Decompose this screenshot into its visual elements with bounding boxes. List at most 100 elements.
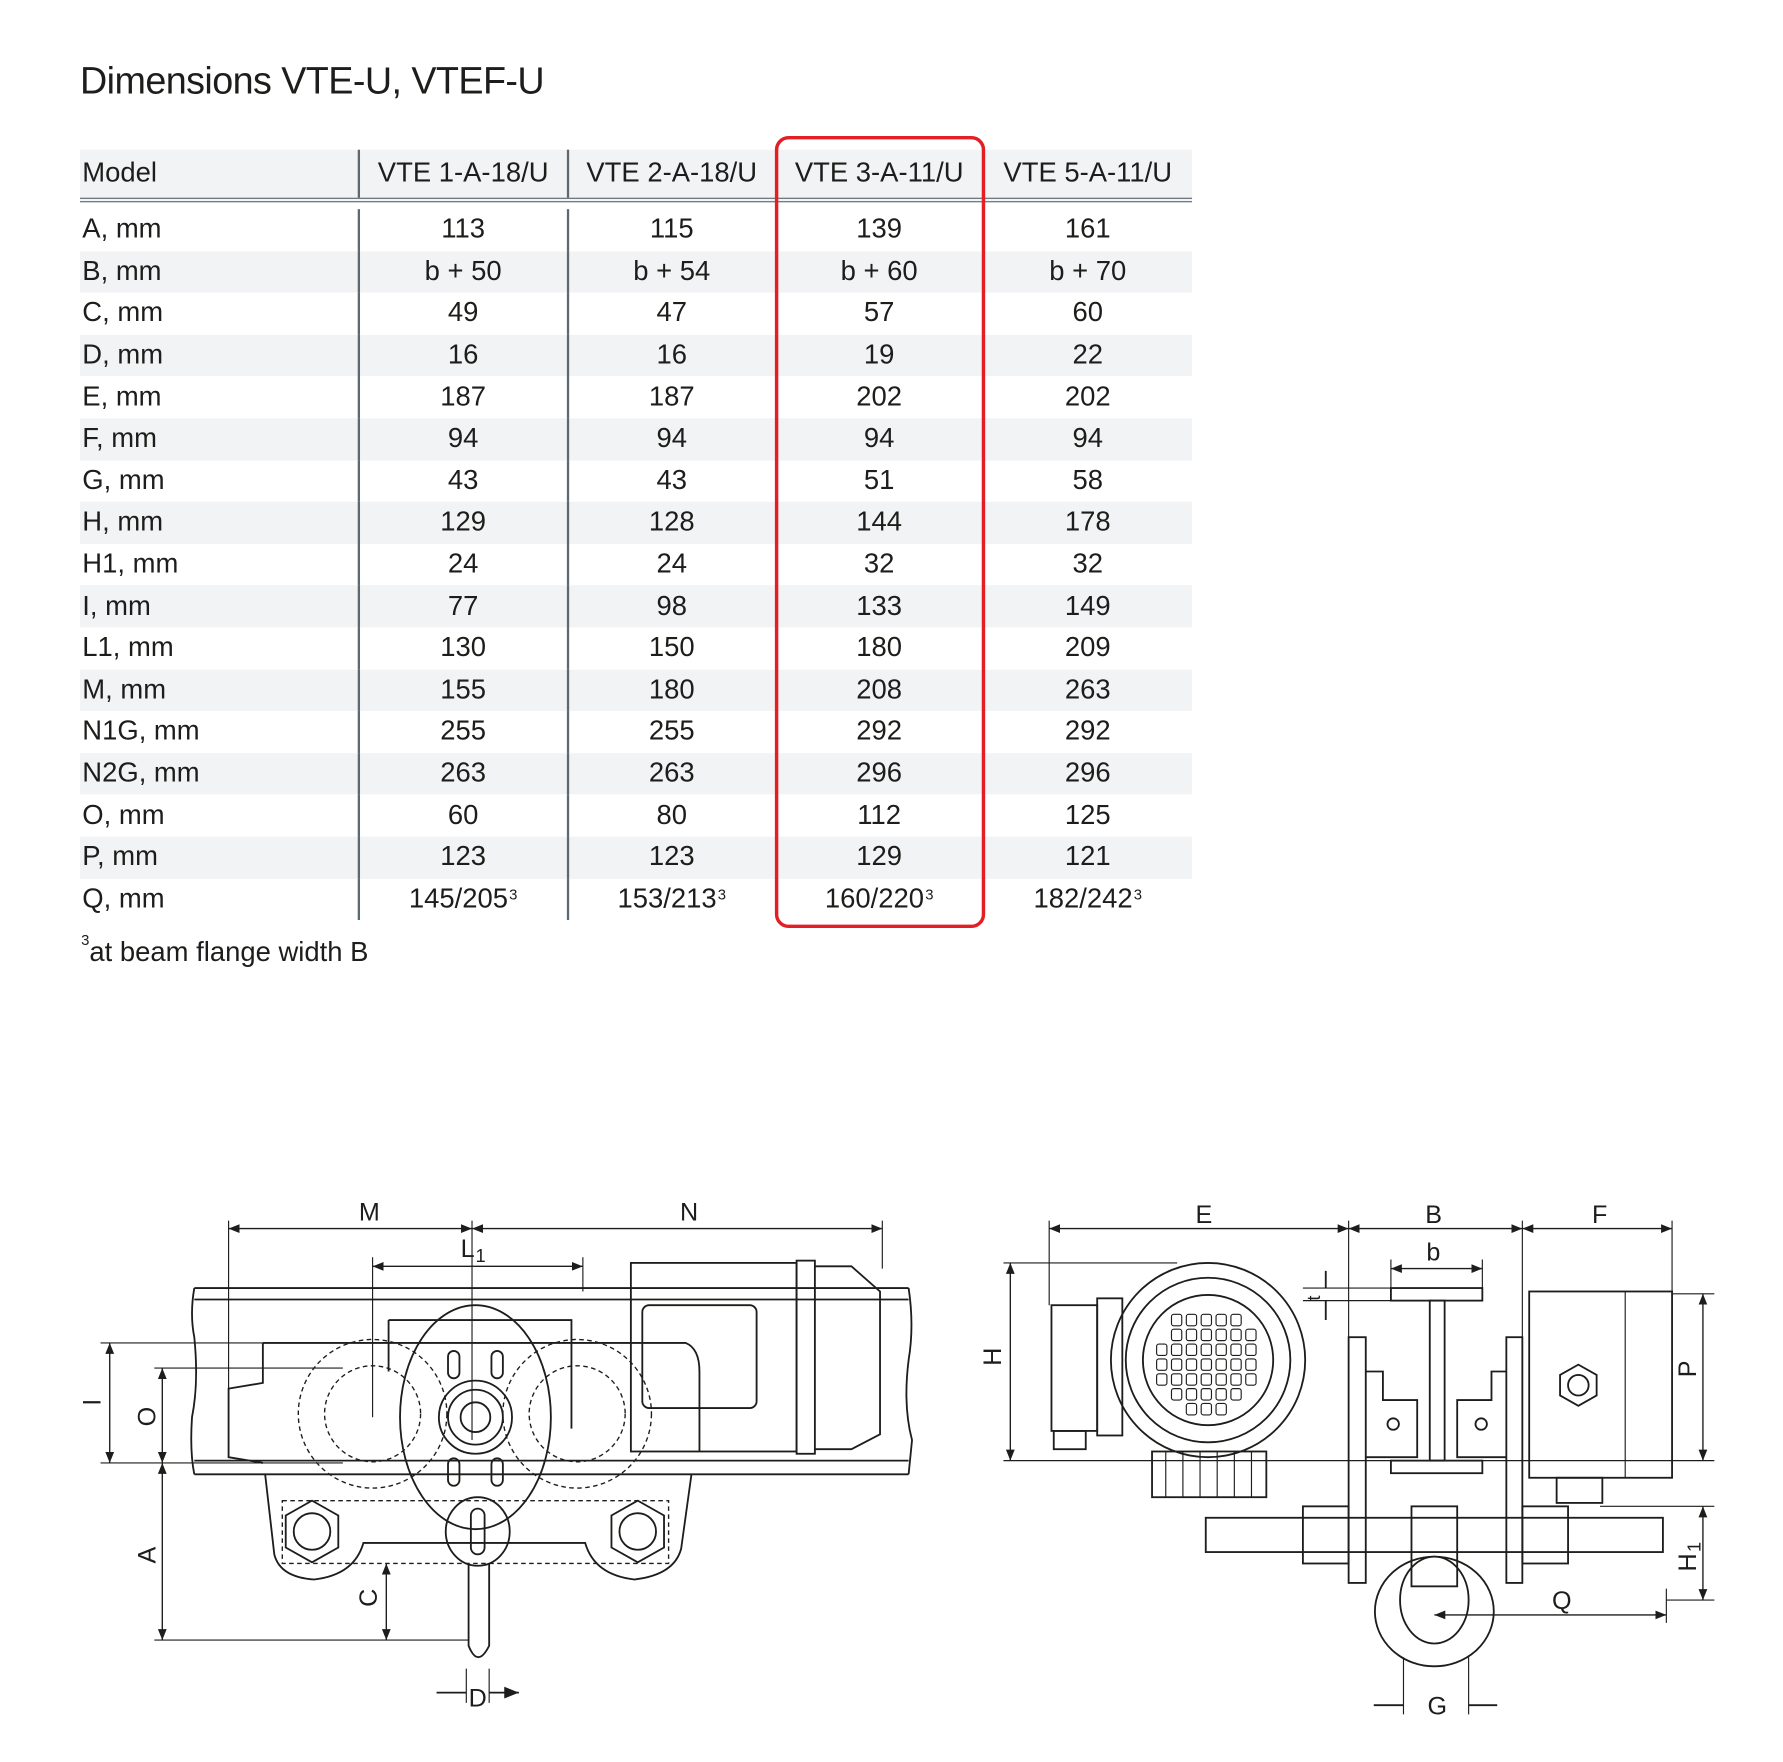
label-b: b	[1426, 1239, 1440, 1267]
cell-value: 160/220	[824, 883, 925, 915]
grille-slot	[1156, 1343, 1168, 1357]
cell-value: 113	[441, 214, 486, 245]
table-cell: 121	[983, 836, 1192, 878]
cell-value: 24	[447, 548, 479, 580]
table-cell: 60	[357, 794, 567, 837]
cell-value: 98	[656, 590, 687, 622]
table-cell: 292	[983, 711, 1192, 753]
grille-slot	[1230, 1358, 1242, 1371]
table-cell: 202	[775, 376, 984, 418]
label-L1: L	[461, 1235, 475, 1263]
grille-slot	[1200, 1402, 1213, 1416]
label-I: I	[79, 1399, 107, 1406]
cell-value: 123	[648, 841, 695, 873]
table-cell: 209	[983, 627, 1192, 669]
grille-slot	[1170, 1343, 1183, 1357]
cell-value: b + 50	[424, 255, 502, 287]
cell-value: 296	[1064, 757, 1111, 789]
table-cell: 94	[775, 418, 984, 460]
table-cell: 187	[357, 376, 567, 419]
cell-value: 187	[648, 381, 695, 413]
cell-value: 130	[440, 632, 487, 664]
grille-slot	[1185, 1358, 1198, 1371]
row-label: D, mm	[82, 339, 164, 371]
row-label: L1, mm	[82, 632, 174, 664]
row-label: B, mm	[82, 255, 162, 287]
row-label: E, mm	[82, 381, 162, 413]
grille-slot	[1245, 1373, 1257, 1386]
cell-value: 139	[856, 214, 903, 245]
cell-value: 153/213	[617, 883, 717, 915]
table-cell: 125	[983, 795, 1192, 837]
label-E: E	[1195, 1201, 1212, 1229]
header-vte1: VTE 1-A-18/U	[357, 149, 567, 198]
cell-value: 24	[656, 548, 687, 580]
cell-value: b + 60	[840, 255, 918, 287]
table-cell: 187	[566, 376, 775, 419]
grille-slot	[1170, 1373, 1183, 1386]
table-cell: 113	[357, 209, 567, 251]
cell-value: 129	[856, 841, 903, 873]
grille-slot	[1185, 1373, 1198, 1386]
grille-slot	[1200, 1328, 1213, 1342]
cell-value: 263	[440, 757, 487, 789]
cell-value: 94	[447, 423, 479, 455]
cell-value: 182/242	[1033, 883, 1133, 915]
cell-value: 125	[1064, 799, 1111, 831]
grille-slot	[1215, 1402, 1227, 1416]
table-cell: 296	[983, 753, 1192, 795]
table-cell: 94	[566, 418, 775, 461]
cell-value: 16	[656, 339, 687, 371]
dimensions-table: Model VTE 1-A-18/U VTE 2-A-18/U VTE 3-A-…	[80, 149, 1193, 921]
grille-slot	[1245, 1328, 1257, 1342]
grille-slot	[1245, 1343, 1257, 1357]
grille-slot	[1230, 1388, 1242, 1401]
motor-grille	[1156, 1313, 1257, 1416]
cell-value: 60	[447, 799, 479, 831]
label-P: P	[1674, 1360, 1702, 1377]
grille-slot	[1170, 1358, 1183, 1371]
label-H1: H	[1674, 1553, 1702, 1571]
table-cell: b + 50	[357, 250, 567, 293]
table-cell: 123	[566, 836, 775, 879]
cell-value: 292	[856, 715, 903, 747]
table-cell: 180	[775, 627, 984, 669]
table-cell: 16	[566, 334, 775, 377]
table-cell: 43	[566, 460, 775, 502]
grille-slot	[1185, 1388, 1198, 1401]
cell-value: b + 54	[633, 255, 711, 287]
table-cell: 128	[566, 501, 775, 544]
table-cell: 43	[357, 460, 567, 502]
label-H1-sub: 1	[1684, 1542, 1705, 1552]
table-cell: 149	[983, 586, 1192, 628]
grille-slot	[1215, 1328, 1227, 1342]
table-cell: 49	[357, 292, 567, 335]
table-cell: 32	[983, 544, 1192, 586]
cell-value: 187	[440, 381, 487, 413]
cell-value: 115	[649, 214, 694, 245]
footnote: 3at beam flange width B	[80, 933, 368, 969]
row-label: Q, mm	[82, 883, 165, 915]
cell-value: 43	[447, 464, 479, 496]
header-vte3: VTE 3-A-11/U	[794, 157, 964, 189]
cell-value: 150	[648, 632, 695, 664]
grille-slot	[1230, 1373, 1242, 1386]
table-cell: 161	[983, 209, 1192, 251]
table-cell: 202	[983, 376, 1192, 418]
table-cell: 47	[566, 292, 775, 335]
table-cell: 94	[357, 418, 567, 461]
grille-slot	[1215, 1343, 1227, 1357]
table-cell: 255	[566, 711, 775, 753]
label-D: D	[469, 1684, 487, 1712]
row-label: A, mm	[82, 214, 162, 245]
label-M: M	[359, 1199, 380, 1227]
highlight-box	[774, 136, 986, 929]
header-model: Model	[82, 157, 158, 189]
label-N: N	[680, 1199, 698, 1227]
cell-value: 263	[1064, 674, 1111, 705]
